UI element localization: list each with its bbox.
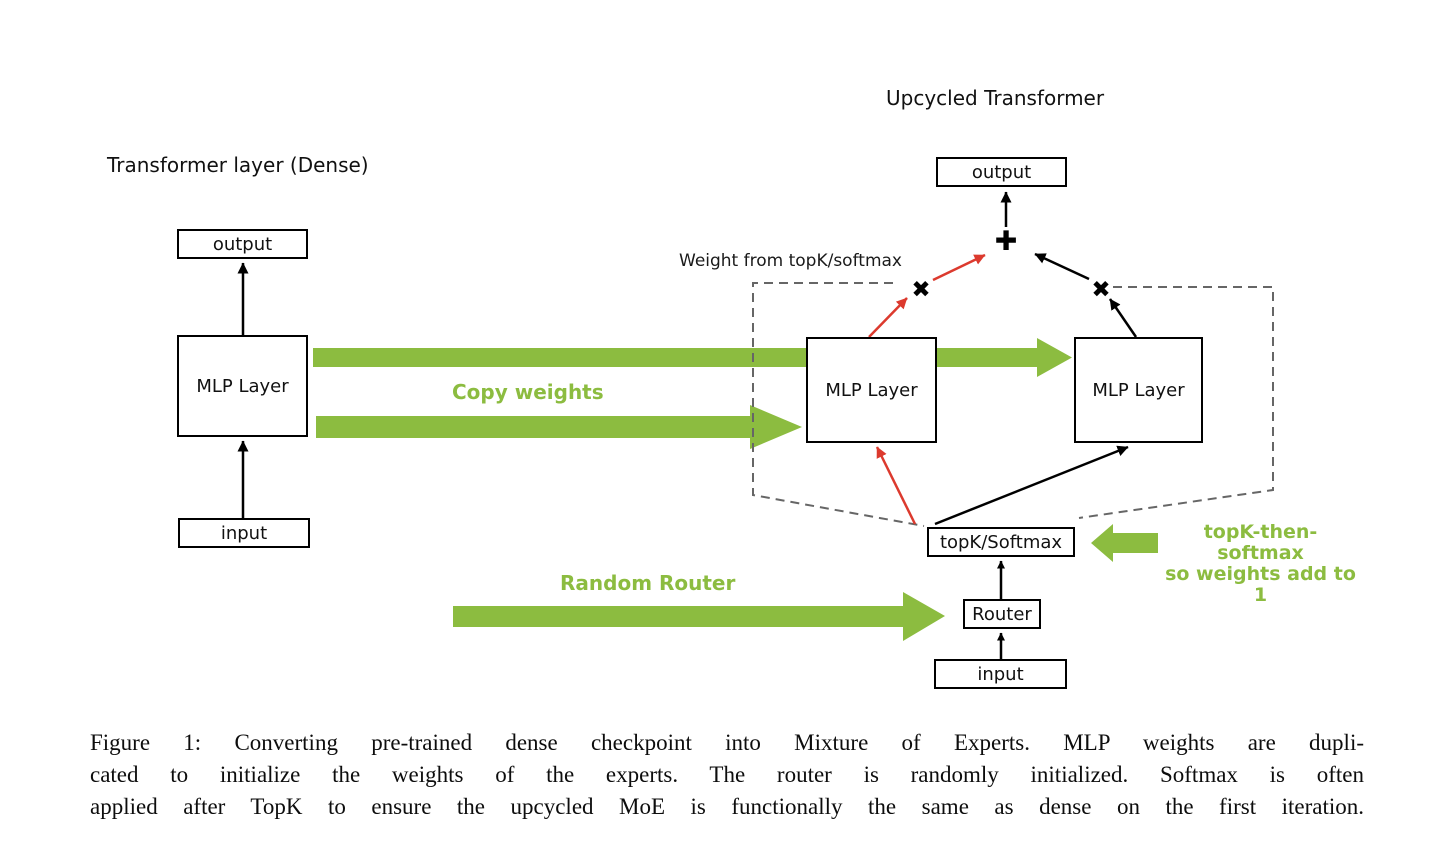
upcycled-input-label: input — [977, 663, 1024, 685]
topk-to-mlp-left-arrow-red — [875, 446, 917, 525]
caption-line-1: Figure 1: Converting pre-trained dense c… — [90, 730, 1364, 755]
weight-from-topk-label: Weight from topK/softmax — [679, 251, 902, 271]
topk-to-mlp-right-arrow — [934, 445, 1129, 526]
expert-mlp-right-box: MLP Layer — [1074, 337, 1203, 443]
topk-note-arrow — [1091, 524, 1158, 562]
router-box: Router — [963, 599, 1041, 629]
mlp-right-to-multiply-arrow — [1108, 298, 1138, 338]
caption-line-2: cated to initialize the weights of the e… — [90, 762, 1364, 787]
figure-caption: Figure 1: Converting pre-trained dense c… — [90, 727, 1364, 823]
topk-note-line1: topK-then-softmax — [1203, 521, 1318, 564]
dense-section-title: Transformer layer (Dense) — [107, 153, 369, 177]
multiply-right-to-plus-arrow — [1034, 252, 1090, 281]
dense-input-label: input — [220, 522, 268, 544]
copy-weights-label: Copy weights — [452, 380, 604, 404]
expert-group-dashed-outline-right — [1078, 286, 1274, 519]
upcycled-input-box: input — [934, 659, 1067, 689]
router-label: Router — [972, 603, 1032, 625]
topk-note: topK-then-softmax so weights add to 1 — [1163, 522, 1358, 606]
topk-softmax-box: topK/Softmax — [927, 527, 1075, 557]
multiply-left-to-plus-arrow-red — [932, 253, 986, 282]
topk-note-line2: so weights add to 1 — [1165, 563, 1356, 606]
random-router-arrow — [453, 592, 945, 641]
dense-input-box: input — [178, 518, 310, 548]
upcycled-section-title: Upcycled Transformer — [886, 86, 1105, 110]
upcycled-output-label: output — [971, 161, 1032, 183]
random-router-label: Random Router — [560, 571, 736, 595]
caption-line-3: applied after TopK to ensure the upcycle… — [90, 794, 1364, 819]
multiply-icon: ✖ — [1091, 277, 1111, 303]
dense-output-label: output — [212, 233, 273, 255]
dense-mlp-box: MLP Layer — [177, 335, 308, 437]
copy-weights-arrow-bottom — [316, 405, 802, 449]
mlp-left-to-multiply-arrow-red — [868, 297, 908, 338]
dense-output-box: output — [177, 229, 308, 259]
upcycled-output-box: output — [936, 157, 1067, 187]
expert-mlp-left-label: MLP Layer — [825, 379, 918, 401]
plus-icon: ✚ — [994, 225, 1018, 257]
expert-group-dashed-outline-left — [752, 282, 925, 527]
expert-mlp-right-label: MLP Layer — [1092, 379, 1185, 401]
topk-softmax-label: topK/Softmax — [939, 531, 1063, 553]
copy-weights-arrow-top — [313, 338, 1072, 377]
dense-mlp-label: MLP Layer — [196, 375, 289, 397]
expert-mlp-left-box: MLP Layer — [806, 337, 937, 443]
multiply-icon: ✖ — [911, 277, 931, 303]
